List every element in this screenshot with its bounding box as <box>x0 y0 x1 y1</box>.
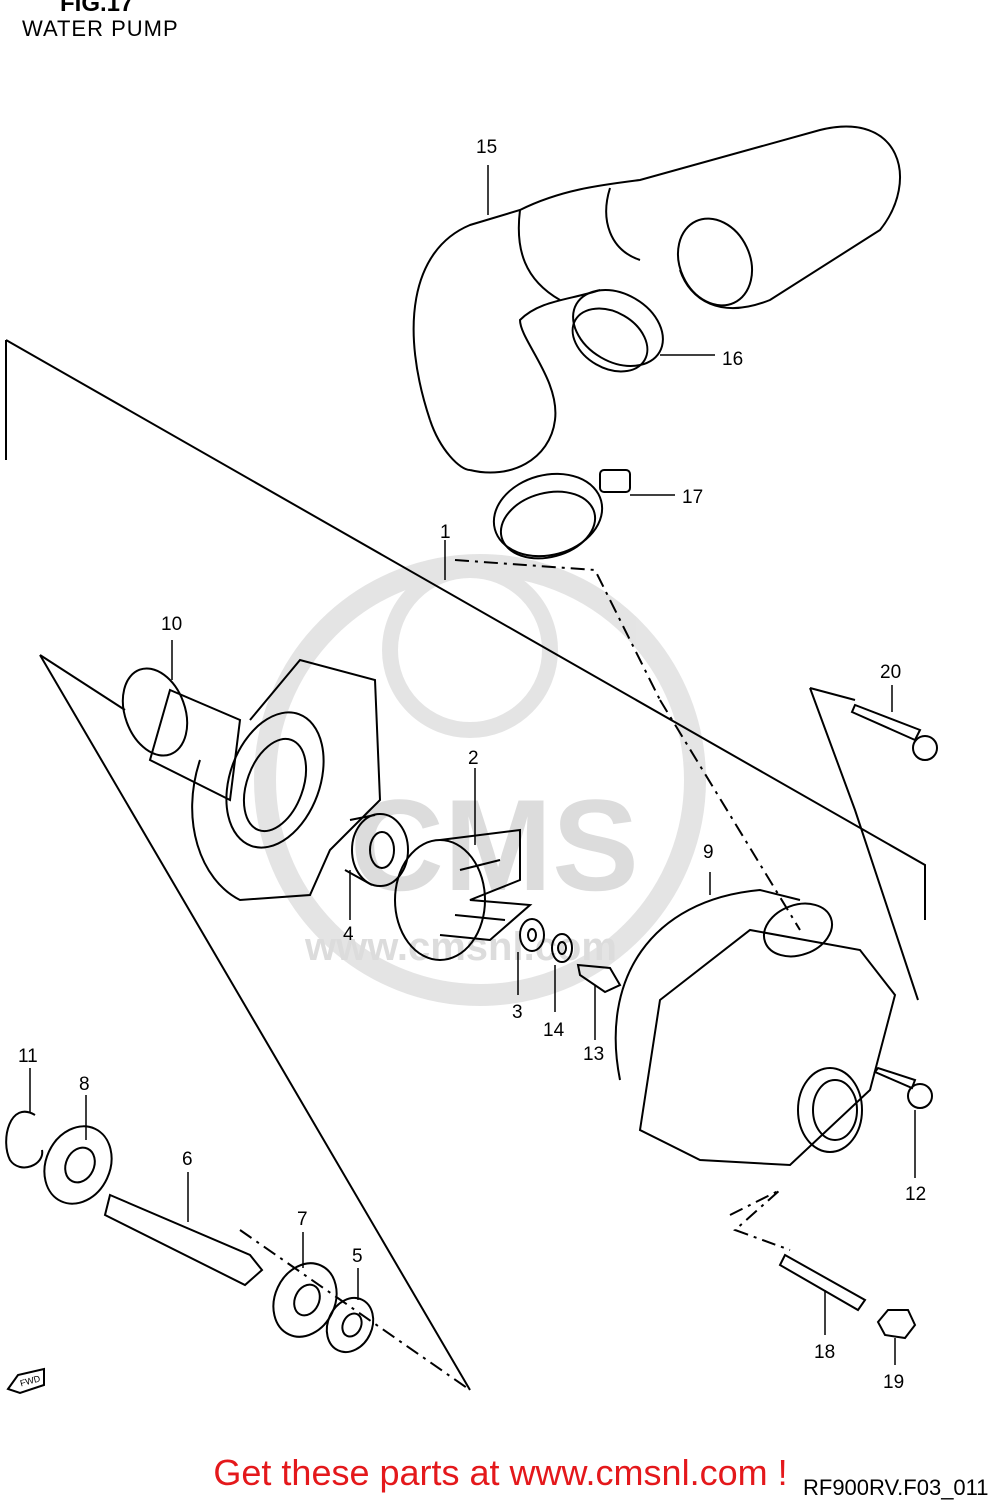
leader-lines <box>29 165 916 1365</box>
bearing-part-7 <box>272 1262 338 1338</box>
cms-watermark: CMS www.cmsnl.com <box>254 554 706 1006</box>
oil-seal-part-5 <box>325 1296 375 1354</box>
washer-part-3 <box>519 918 545 952</box>
shaft-part-6 <box>103 1193 264 1287</box>
callout-12: 12 <box>905 1184 926 1205</box>
callout-17: 17 <box>682 487 703 508</box>
callout-20: 20 <box>880 662 901 683</box>
callout-7: 7 <box>297 1209 308 1230</box>
callout-18: 18 <box>814 1342 835 1363</box>
callout-5: 5 <box>352 1246 363 1267</box>
callout-8: 8 <box>79 1074 90 1095</box>
clamp-part-16 <box>571 289 664 373</box>
figure-subtitle: WATER PUMP <box>22 16 179 41</box>
callout-9: 9 <box>703 842 714 863</box>
circlip-part-11 <box>5 1111 44 1169</box>
bolt-part-12 <box>873 1066 917 1090</box>
callout-4: 4 <box>343 924 354 945</box>
callout-16: 16 <box>722 349 743 370</box>
impeller-part-2 <box>394 828 533 961</box>
frame-line-diagonal <box>39 654 471 1391</box>
frame-line-top <box>5 339 926 920</box>
callout-13: 13 <box>583 1044 604 1065</box>
callout-3: 3 <box>512 1002 523 1023</box>
callout-11: 11 <box>18 1046 38 1067</box>
callout-10: 10 <box>161 614 182 635</box>
hose-part-15 <box>412 125 901 474</box>
callout-6: 6 <box>182 1149 193 1170</box>
callout-19: 19 <box>883 1372 904 1393</box>
washer-part-14 <box>551 933 573 963</box>
callout-15: 15 <box>476 137 497 158</box>
figure-title: FIG.17 <box>60 0 134 17</box>
bearing-part-8 <box>43 1125 113 1205</box>
clamp-part-17 <box>492 469 631 560</box>
callout-1: 1 <box>440 522 451 543</box>
watermark-logo-text: CMS <box>350 772 639 918</box>
callout-14: 14 <box>543 1020 565 1041</box>
frame-line-right <box>809 687 919 1001</box>
fwd-arrow-icon: FWD <box>6 1367 45 1395</box>
pump-housing-part-10 <box>121 658 382 902</box>
bolt-part-13 <box>576 963 622 994</box>
stud-part-18 <box>778 1253 867 1312</box>
drawing-code: RF900RV.F03_011 <box>803 1475 989 1500</box>
callout-2: 2 <box>468 748 479 769</box>
seal-part-4 <box>344 813 409 887</box>
footer-link-text[interactable]: Get these parts at www.cmsnl.com ! <box>213 1452 788 1493</box>
nut-part-19 <box>876 1309 917 1340</box>
pump-cover-part-9 <box>614 888 897 1167</box>
bolt-part-20 <box>850 703 922 742</box>
